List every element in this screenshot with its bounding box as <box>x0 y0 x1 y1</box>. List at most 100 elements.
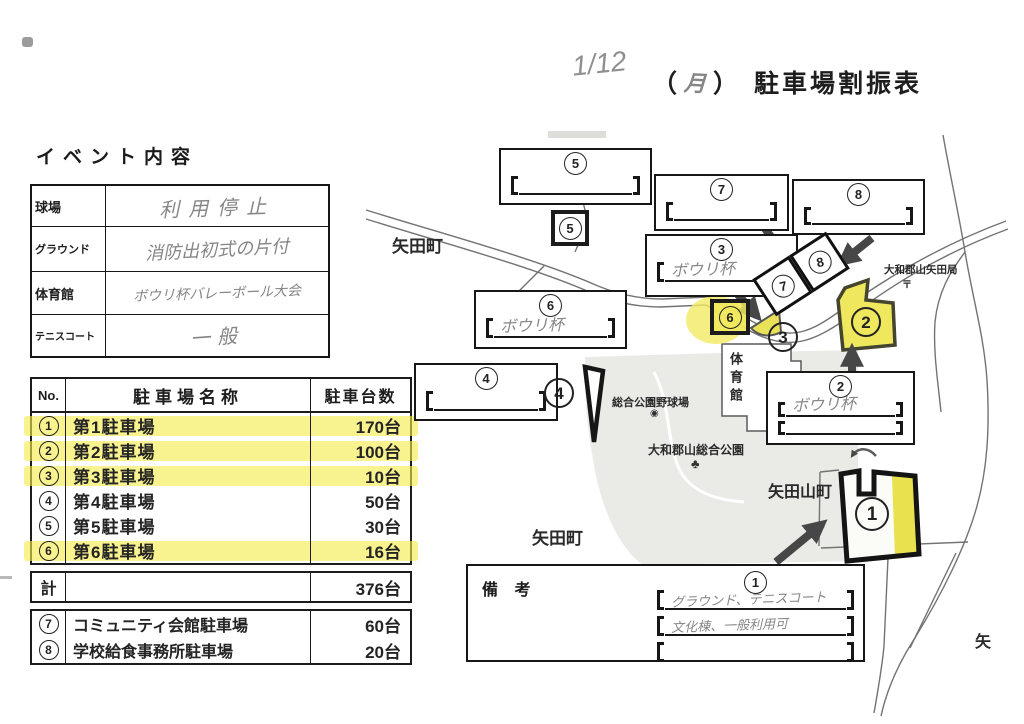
remarks-number-circle: 1 <box>744 571 767 594</box>
event-label: テニスコート <box>32 315 106 356</box>
cutoff-char: 矢 <box>975 634 992 651</box>
lot-name: 第5駐車場 <box>73 518 156 537</box>
total-capacity: 376台 <box>310 573 410 601</box>
lot-name: 第2駐車場 <box>73 443 156 462</box>
total-label: 計 <box>32 573 66 601</box>
event-section-heading: イベント内容 <box>36 147 199 168</box>
box-number-circle: 5 <box>564 152 587 175</box>
lot-capacity: 170台 <box>310 413 410 438</box>
park-inner-path <box>652 371 745 504</box>
arrow-to-lot1 <box>773 519 828 566</box>
ballpark-label: 総合公園野球場 <box>612 397 689 409</box>
title-text: 駐車場割振表 <box>754 70 923 98</box>
map-marker-3: 3 <box>768 322 798 352</box>
lot-name: 第1駐車場 <box>73 418 156 437</box>
col-header-no: No. <box>32 379 66 411</box>
lot-capacity: 30台 <box>310 513 410 538</box>
parking-table-header: No. 駐車場名称 駐車台数 <box>32 379 410 413</box>
scan-edge-mark <box>0 576 12 579</box>
town-label-lower: 矢田町 <box>532 529 583 548</box>
assignment-box-8: 8 <box>792 179 925 235</box>
box-entry-handwritten: ボウリ杯 <box>670 260 736 281</box>
remarks-line-handwritten: グラウンド、テニスコート <box>670 589 827 610</box>
row-number-circle: 8 <box>38 640 59 660</box>
col-header-capacity: 駐車台数 <box>310 379 410 411</box>
box-number-circle: 8 <box>847 183 870 206</box>
box-number-circle: 6 <box>539 294 562 317</box>
page-title: （ 月 ） 駐車場割振表 <box>652 64 922 100</box>
row-number-circle: 1 <box>38 415 59 436</box>
handwritten-date: 1/12 <box>570 45 628 82</box>
map-marker-2: 2 <box>851 307 881 337</box>
row-number-circle: 6 <box>38 540 59 561</box>
scan-speck <box>22 37 33 47</box>
marker-number-circle: 7 <box>768 272 797 300</box>
arrow-to-box8 <box>836 234 875 267</box>
lot1-yellow-stripe <box>892 476 917 557</box>
table-row: 5 第5駐車場 30台 <box>32 513 410 538</box>
map-marker-1: 1 <box>855 497 889 531</box>
lot-name: 第6駐車場 <box>73 543 156 562</box>
lot1-outline <box>838 468 922 564</box>
table-row: 1 第1駐車場 170台 <box>24 413 418 438</box>
map-marker-box-5: 5 <box>551 210 589 246</box>
yatayama-label: 矢田山町 <box>768 484 833 501</box>
row-number-circle: 4 <box>38 490 59 511</box>
event-row-ballpark: 球場 利用停止 <box>32 186 328 227</box>
town-label-upper: 矢田町 <box>392 237 443 256</box>
park-name-label: 大和郡山総合公園 <box>648 443 745 457</box>
parking-total-row: 計 376台 <box>30 571 412 603</box>
box-entry-handwritten: ボウリ杯 <box>499 316 565 337</box>
col-header-name: 駐車場名称 <box>133 387 243 407</box>
lot-capacity: 50台 <box>310 488 410 513</box>
marker-number-circle: 6 <box>718 305 742 329</box>
table-row: 3 第3駐車場 10台 <box>24 463 418 488</box>
marker-number-circle: 5 <box>558 216 582 240</box>
lot1-curved-arrow <box>850 448 877 458</box>
handwritten-weekday: 月 <box>683 70 707 97</box>
lot-capacity: 10台 <box>310 463 410 488</box>
table-row: 2 第2駐車場 100台 <box>24 438 418 463</box>
row-number-circle: 2 <box>38 440 59 461</box>
gym-label: 体育館 <box>728 352 743 406</box>
remarks-box: 備 考 1 グラウンド、テニスコート 文化棟、一般利用可 <box>466 564 865 662</box>
row-number-circle: 3 <box>38 465 59 486</box>
lot-name: 第3駐車場 <box>73 468 156 487</box>
tree-icon: ♣ <box>691 456 700 471</box>
ballpark-icon: ◉ <box>650 408 659 419</box>
remarks-label: 備 考 <box>482 582 537 599</box>
lot-capacity: 60台 <box>310 611 410 637</box>
assignment-box-4: 4 <box>414 363 558 421</box>
lot4-triangle <box>582 364 606 443</box>
marker-number-circle: 8 <box>805 248 834 276</box>
row-number-circle: 5 <box>38 515 59 536</box>
box-number-circle: 4 <box>474 367 498 390</box>
row-number-circle: 7 <box>38 614 59 634</box>
table-row: 7 コミュニティ会館駐車場 60台 <box>32 611 410 637</box>
event-table: 球場 利用停止 グラウンド 消防出初式の片付 体育館 ボウリ杯バレーボール大会 … <box>30 184 330 358</box>
table-row: 4 第4駐車場 50台 <box>32 488 410 513</box>
post-office-label: 大和郡山矢田局 <box>884 264 958 276</box>
lot-name: 第4駐車場 <box>73 493 156 512</box>
map-marker-4: 4 <box>544 378 574 408</box>
box-entry-handwritten: ボウリ杯 <box>791 395 857 415</box>
paren-open: （ <box>652 70 678 98</box>
lot-name: コミュニティ会館駐車場 <box>73 618 249 635</box>
remarks-line-handwritten: 文化棟、一般利用可 <box>670 615 789 636</box>
event-row-tennis: テニスコート 一般 <box>32 315 328 356</box>
paren-close: ） <box>713 70 739 98</box>
lot-capacity: 16台 <box>310 538 410 563</box>
scan-smudge <box>548 131 606 138</box>
event-label: グラウンド <box>32 227 106 271</box>
box-number-circle: 2 <box>829 375 852 398</box>
assignment-box-7: 7 <box>654 174 789 231</box>
table-row: 8 学校給食事務所駐車場 20台 <box>32 637 410 663</box>
lot-capacity: 20台 <box>310 637 410 663</box>
assignment-box-2: 2 ボウリ杯 <box>766 371 915 445</box>
box-number-circle: 7 <box>710 178 733 201</box>
event-row-ground: グラウンド 消防出初式の片付 <box>32 227 328 272</box>
assignment-box-6: 6 ボウリ杯 <box>474 290 627 349</box>
assignment-box-5: 5 <box>499 148 652 205</box>
